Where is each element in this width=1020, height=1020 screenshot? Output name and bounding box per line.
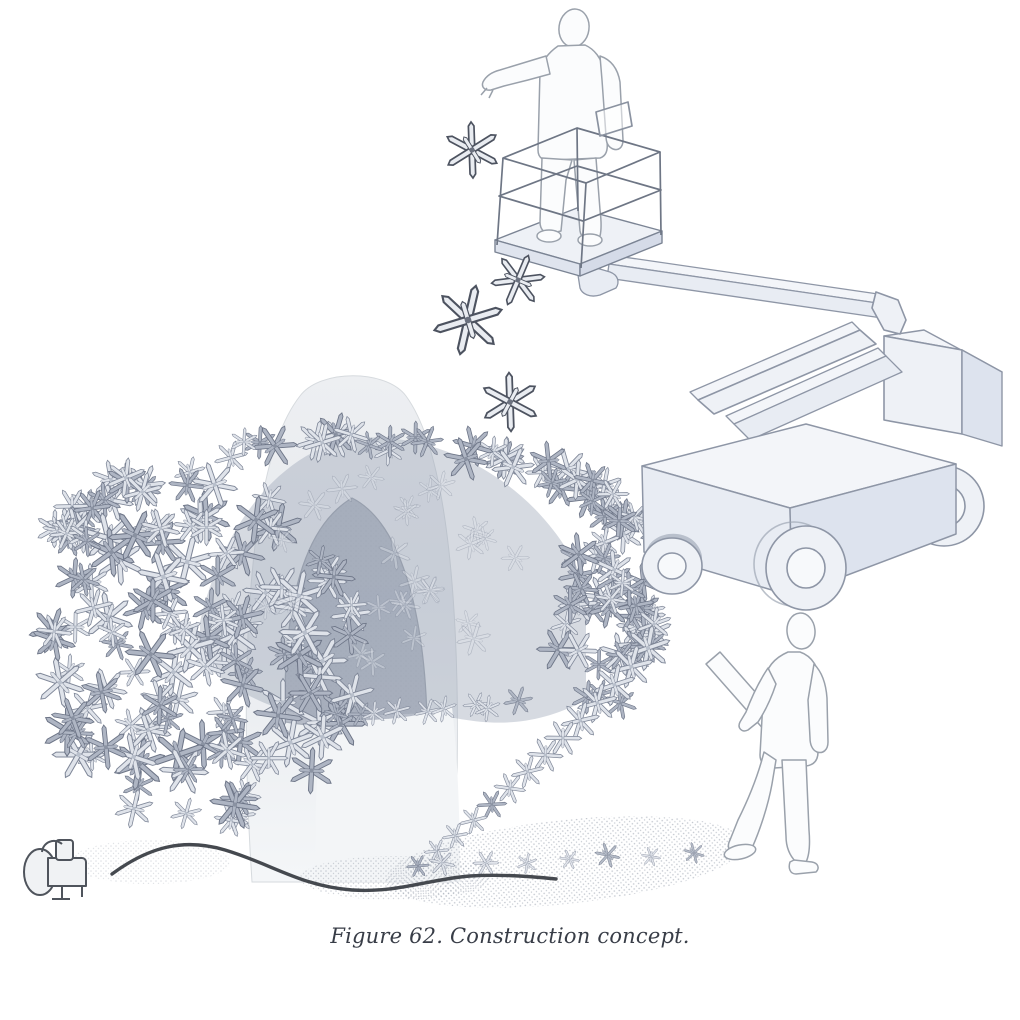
observer-left-leg <box>727 751 777 854</box>
worker-torso <box>537 44 608 162</box>
lift-basket-icon <box>494 207 663 277</box>
falling-star-module <box>435 114 509 186</box>
boom-section-lower <box>733 355 903 441</box>
compressor-head <box>55 839 74 861</box>
figure-caption-text: Figure 62. Construction concept. <box>330 924 690 948</box>
boom-section-upper <box>697 329 877 415</box>
jib-arm <box>575 253 907 335</box>
worker-hand-fingers <box>480 87 494 99</box>
compressor-body <box>47 857 87 887</box>
observer-right-leg <box>781 759 811 863</box>
air-hose-icon <box>110 842 558 893</box>
observer-right-arm <box>807 663 829 754</box>
observer-silhouette-icon <box>705 612 829 875</box>
basket-control-console <box>595 101 633 137</box>
observer-head <box>786 612 816 650</box>
telescopic-boom <box>689 321 903 441</box>
figure-caption: Figure 62. Construction concept. <box>0 924 1020 948</box>
observer-left-arm <box>738 667 777 732</box>
worker-head <box>558 8 590 48</box>
boom-lift-turret <box>883 329 1003 447</box>
falling-star-module <box>476 367 544 437</box>
star-dome <box>19 375 745 908</box>
basket-posts <box>496 127 662 269</box>
basket-rails <box>496 101 662 269</box>
worker-left-foot <box>536 229 562 243</box>
lift-basket-group <box>480 8 663 277</box>
worker-right-foot <box>577 233 603 247</box>
boom-lift-front-wheel <box>641 537 703 595</box>
compressor-legs <box>52 886 83 900</box>
boom-lift-icon <box>575 253 1003 611</box>
observer-right-foot <box>788 859 819 875</box>
deck-right <box>579 230 663 277</box>
jib-elbow <box>871 291 907 335</box>
ground-shadow-left <box>70 840 230 884</box>
star-module-icon <box>165 792 208 834</box>
boom-lift-center-wheel <box>753 521 847 611</box>
dome-opening-interior <box>315 707 460 882</box>
falling-star-module <box>418 271 518 369</box>
compressor-handle <box>41 839 63 853</box>
falling-star-modules <box>418 114 552 437</box>
observer-left-foot <box>723 843 757 861</box>
air-compressor-icon <box>23 839 87 900</box>
air-supply <box>23 839 558 900</box>
